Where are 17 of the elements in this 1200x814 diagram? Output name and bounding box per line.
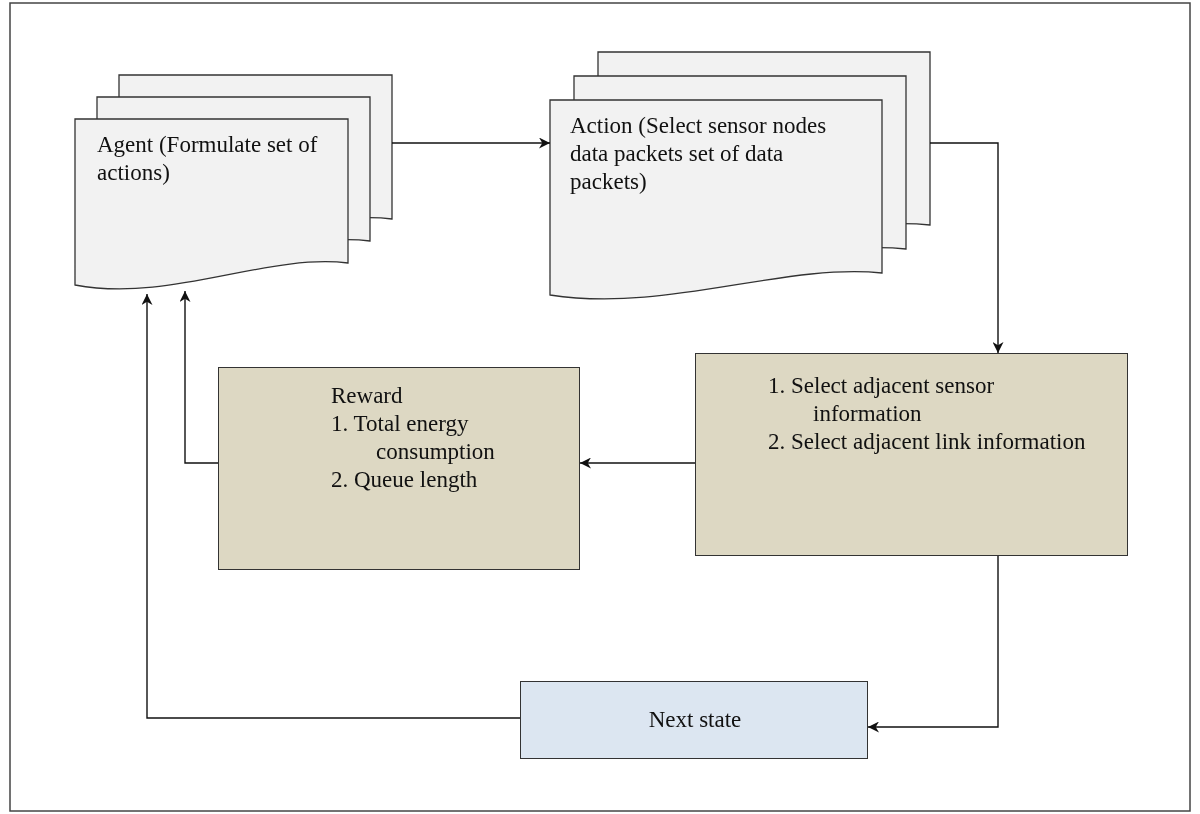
arrow	[867, 555, 999, 733]
arrow	[579, 457, 696, 469]
arrow	[179, 290, 219, 464]
process-box	[520, 681, 868, 759]
node-text: Agent (Formulate set of actions)	[97, 131, 319, 187]
node-text: Action (Select sensor nodes data packets set of data packets)	[570, 112, 828, 196]
process-box	[695, 353, 1128, 556]
list-item: 1. Select adjacent sensor information	[768, 372, 996, 428]
list-item: 1. Total energy consumption	[331, 410, 496, 466]
node-text: Next state	[647, 706, 743, 734]
arrow	[929, 142, 1004, 354]
process-box	[218, 367, 580, 570]
heading: Reward	[331, 382, 404, 410]
list-item: 2. Select adjacent link information	[768, 428, 1087, 456]
arrow	[391, 137, 551, 149]
arrow	[141, 293, 521, 719]
list-item: 2. Queue length	[331, 466, 479, 494]
